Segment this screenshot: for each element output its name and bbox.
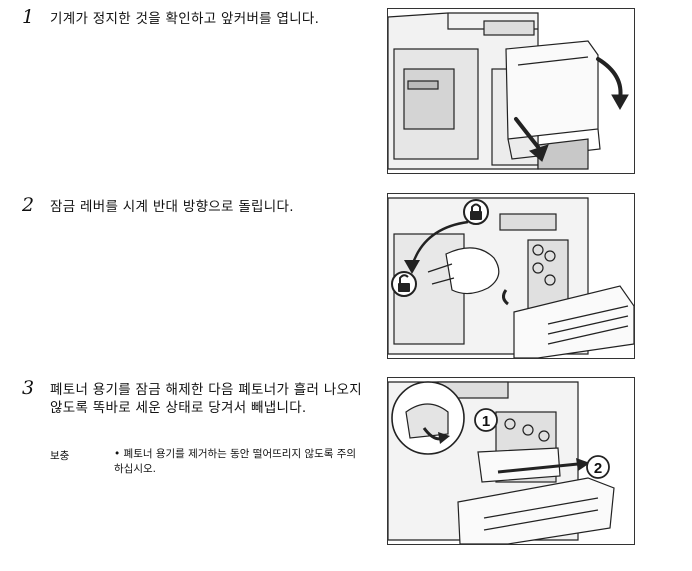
illustration-remove-waste-container: 1 2 xyxy=(387,377,635,545)
step-text: 잠금 레버를 시계 반대 방향으로 돌립니다. xyxy=(50,199,294,215)
step-text: 폐토너 용기를 잠금 해제한 다음 폐토너가 흘러 나오지 않도록 똑바로 세운… xyxy=(50,382,362,416)
illustration-turn-lock-lever xyxy=(387,193,635,359)
illustration-open-front-cover xyxy=(387,8,635,174)
step-number: 1 xyxy=(22,6,35,28)
note-text: • 폐토너 용기를 제거하는 동안 떨어뜨리지 않도록 주의하십시오. xyxy=(114,448,357,475)
callout-1: 1 xyxy=(482,413,490,430)
callout-2: 2 xyxy=(594,460,602,477)
step-text: 기계가 정지한 것을 확인하고 앞커버를 엽니다. xyxy=(50,11,320,27)
step-number: 2 xyxy=(22,194,35,216)
note-label: 보충 xyxy=(50,450,70,462)
unlock-icon xyxy=(391,271,417,297)
lock-icon xyxy=(463,199,489,225)
step-number: 3 xyxy=(22,377,35,399)
